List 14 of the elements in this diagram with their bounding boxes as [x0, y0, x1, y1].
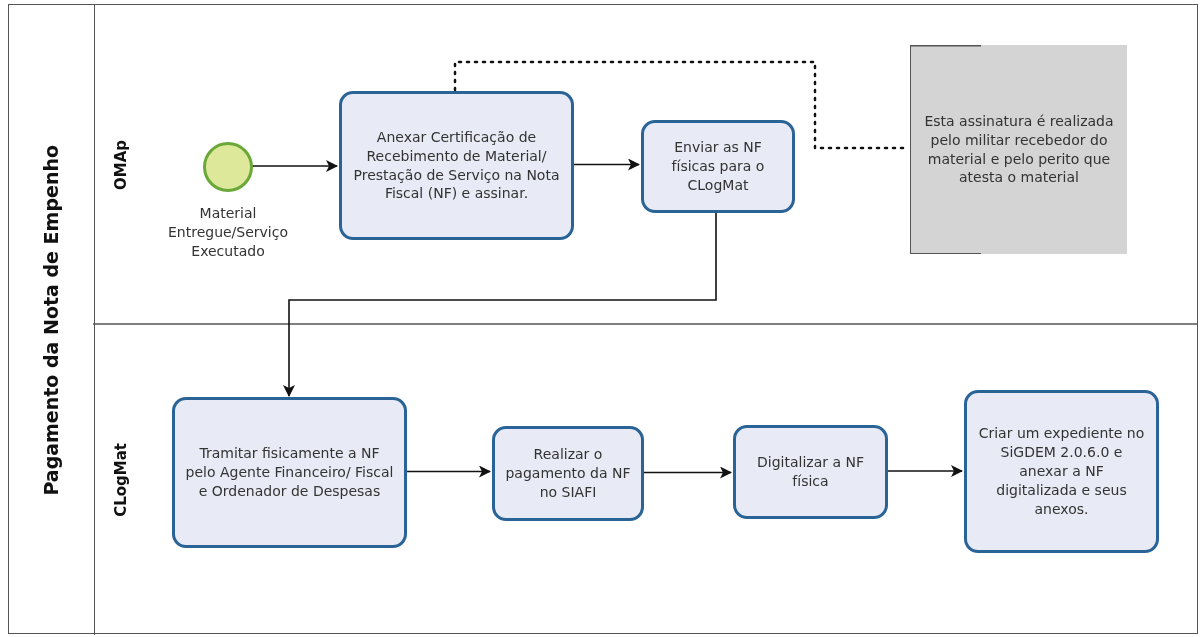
task-box: Realizar o pagamento da NF no SIAFI [492, 426, 644, 521]
start-event-circle [203, 142, 253, 192]
task-box: Anexar Certificação de Recebimento de Material/ Prestação de Serviço na Nota Fiscal (NF) e assinar. [339, 91, 574, 240]
task-box: Tramitar fisicamente a NF pelo Agente Financeiro/ Fiscal e Ordenador de Despesas [172, 397, 407, 548]
task-box: Enviar as NF físicas para o CLogMat [641, 120, 795, 213]
pool-title: Pagamento da Nota de Empenho [40, 144, 62, 496]
lane-label: CLogMat [112, 443, 130, 517]
pool-box [8, 4, 1198, 634]
event-label: Material Entregue/Serviço Executado [166, 204, 290, 261]
text-annotation: Esta assinatura é realizada pelo militar recebedor do material e pelo perito que atesta o material [910, 45, 1127, 254]
task-box: Digitalizar a NF física [733, 425, 888, 519]
task-box: Criar um expediente no SiGDEM 2.0.6.0 e anexar a NF digitalizada e seus anexos. [964, 390, 1159, 553]
lane-label: OMAp [112, 140, 130, 190]
sequence-arrow [283, 211, 717, 397]
